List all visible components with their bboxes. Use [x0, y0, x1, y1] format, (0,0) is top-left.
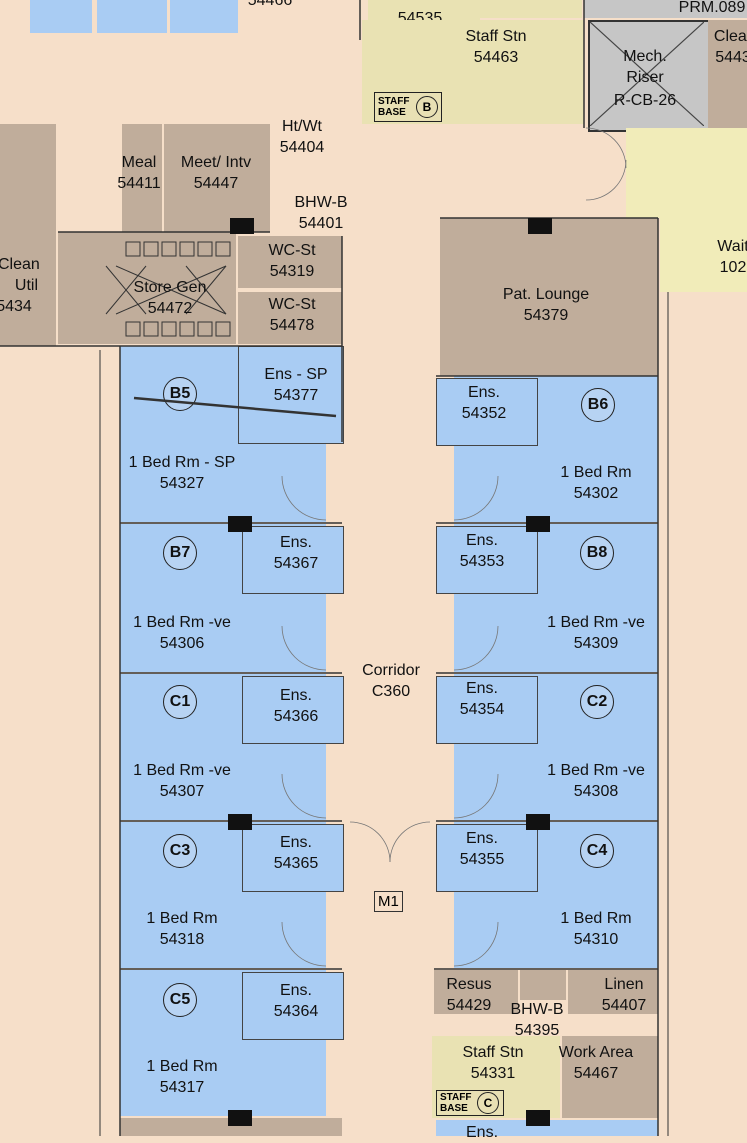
ensuite-54352-label: Ens.54352 [461, 384, 507, 422]
linen-room [568, 970, 658, 1014]
prm-room [584, 0, 747, 18]
ensuite-54367-label: Ens.54367 [273, 534, 319, 572]
marker-block-4 [526, 516, 550, 532]
store-gen-room [58, 232, 236, 344]
prm-label: PRM.089 [678, 0, 746, 16]
ensuite-54354-label: Ens.54354 [459, 680, 505, 718]
clean-util-room [0, 124, 56, 346]
marker-block-1 [230, 218, 254, 234]
ensuite-54366-label: Ens.54366 [273, 687, 319, 725]
ensuite-54364-label: Ens.54364 [273, 982, 319, 1020]
bed-badge-c2: C2 [580, 685, 614, 719]
top-left-room-c [170, 0, 238, 33]
ensuite-54353-label: Ens.54353 [459, 532, 505, 570]
ensuite-54364 [242, 972, 344, 1040]
top-left-room-number: 54466 [247, 0, 293, 9]
ensuite-sp [238, 346, 344, 444]
ensuite-54366 [242, 676, 344, 744]
wc-st-room-1 [238, 236, 342, 288]
bottom-left-store [120, 1118, 342, 1136]
ensuite-54355-label: Ens.54355 [459, 830, 505, 868]
bhw-b-bottom-room [520, 970, 566, 1000]
bed-badge-c4: C4 [580, 834, 614, 868]
bed-badge-c1: C1 [163, 685, 197, 719]
marker-block-6 [526, 814, 550, 830]
work-area [562, 1036, 658, 1118]
marker-block-8 [526, 1110, 550, 1126]
marker-block-3 [228, 516, 252, 532]
bed-badge-b6: B6 [581, 388, 615, 422]
ensuite-54355 [436, 824, 538, 892]
staff-base-b-letter: B [416, 96, 438, 118]
meal-room [122, 124, 162, 232]
staff-base-c-tag: STAFF BASE C [436, 1090, 504, 1116]
clean-room-partial [708, 20, 747, 128]
ensuite-54365-label: Ens.54365 [273, 834, 319, 872]
marker-block-2 [528, 218, 552, 234]
bed-badge-b8: B8 [580, 536, 614, 570]
mech-riser-cross-icon [590, 22, 704, 126]
bed-badge-b5: B5 [163, 377, 197, 411]
clean-room-partial-label: Clear5443 [713, 28, 747, 66]
patient-lounge [440, 218, 658, 376]
marker-block-5 [228, 814, 252, 830]
top-left-room-b [97, 0, 167, 33]
ensuite-54353 [436, 526, 538, 594]
bed-badge-b7: B7 [163, 536, 197, 570]
ensuite-54354 [436, 676, 538, 744]
wait-area-top [626, 128, 747, 218]
top-left-room-a [30, 0, 92, 33]
pts-header [480, 0, 582, 18]
bed-badge-c5: C5 [163, 983, 197, 1017]
staff-base-b-tag: STAFF BASE B [374, 92, 442, 122]
m1-marker: M1 [374, 891, 403, 912]
mech-riser-label: Mech. Riser [623, 48, 667, 86]
marker-block-7 [228, 1110, 252, 1126]
mech-riser-id: R-CB-26 [613, 92, 677, 109]
meet-interview-room [164, 124, 270, 232]
wc-st-room-2 [238, 292, 342, 344]
ensuite-54365 [242, 824, 344, 892]
store-shelving-icon [105, 241, 231, 337]
bottom-right-room [436, 1120, 658, 1136]
wait-room-partial [660, 218, 747, 292]
resus-room [434, 970, 518, 1014]
staff-base-c-letter: C [477, 1092, 499, 1114]
ensuite-54367 [242, 526, 344, 594]
ensuite-54352 [436, 378, 538, 446]
clean-util-label: Clean Util [0, 256, 40, 294]
clean-util-number: 5434 [0, 298, 32, 315]
bed-badge-c3: C3 [163, 834, 197, 868]
